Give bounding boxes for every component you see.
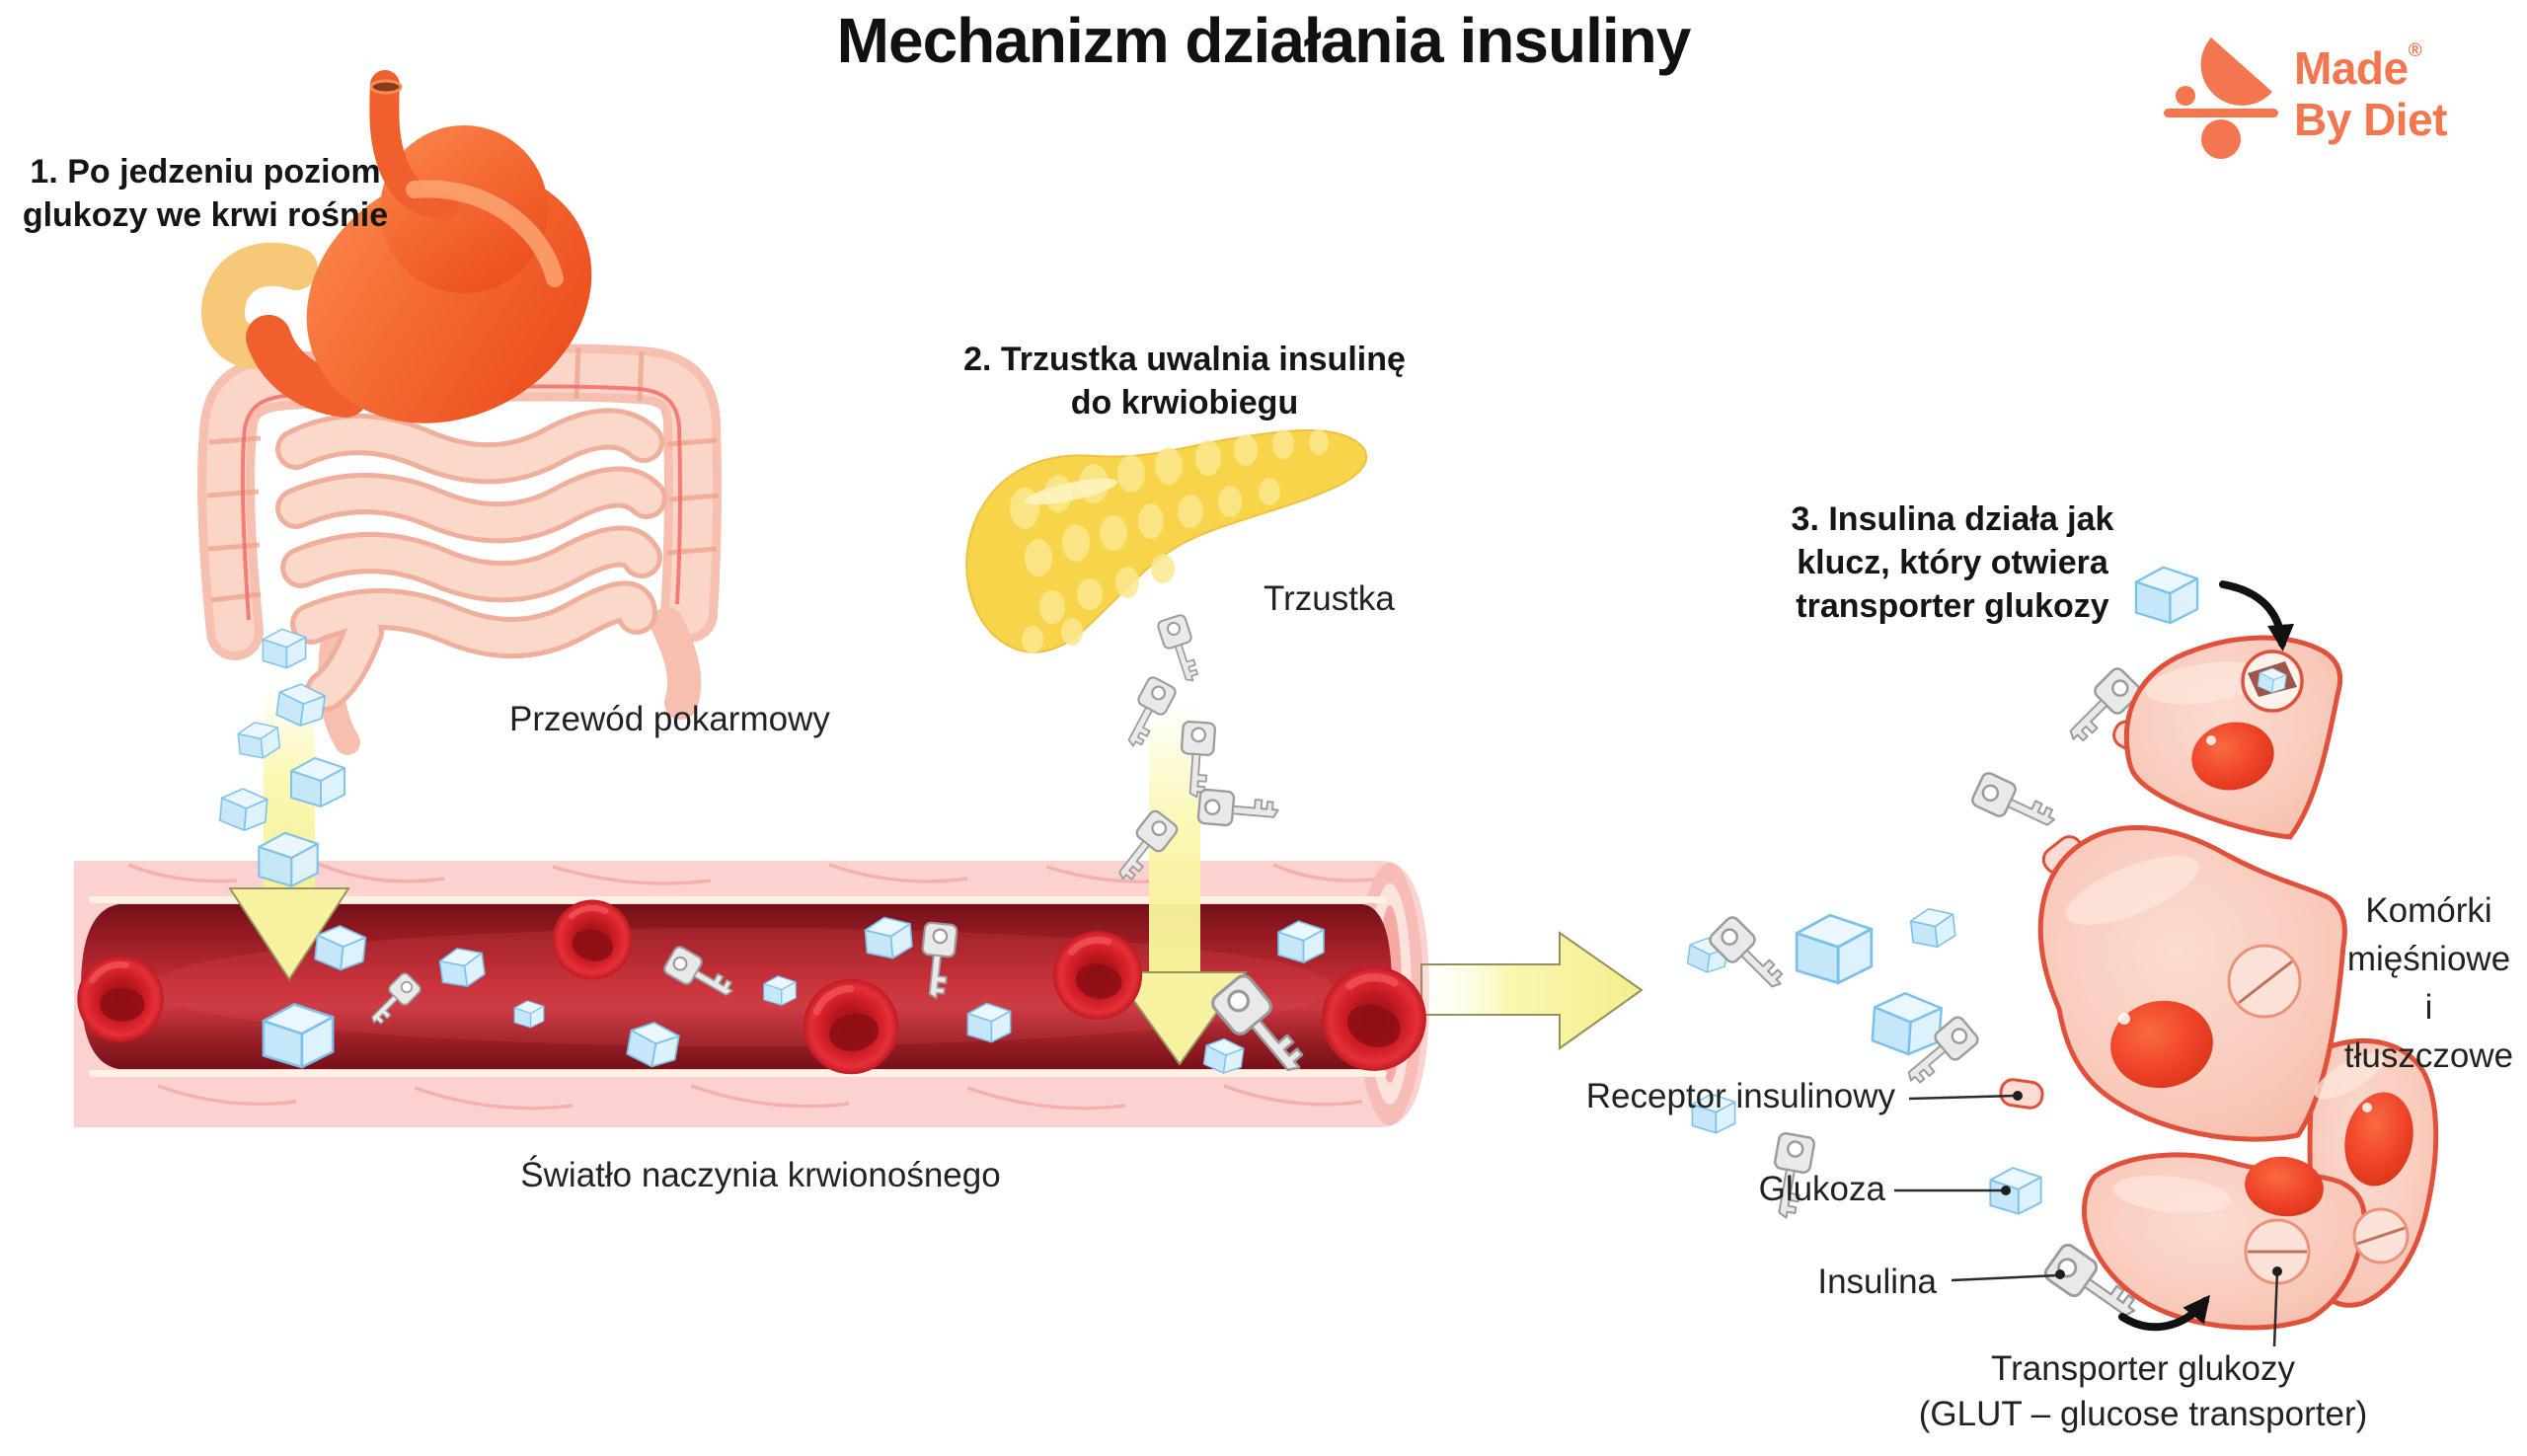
duodenum-illustration — [201, 242, 318, 369]
pancreas-label: Trzustka — [1264, 579, 1395, 618]
step3-line2: klucz, który otwiera — [1797, 544, 2108, 582]
cells-label-line4: tłuszczowe — [2343, 1036, 2514, 1075]
leader-lines — [1894, 1094, 2279, 1347]
small-intestine-illustration — [275, 408, 667, 712]
step1-line1: 1. Po jedzeniu poziom — [30, 153, 381, 191]
step1-caption: 1. Po jedzeniu poziom glukozy we krwi ro… — [8, 150, 403, 237]
glucose-transporters — [2227, 650, 2410, 1285]
logo-word-2: By Diet — [2294, 93, 2447, 145]
glucose-transporter-label: Transporter glukozy (GLUT – glucose tran… — [1907, 1346, 2379, 1436]
pancreas-texture — [1010, 429, 1329, 653]
made-by-diet-logo-text: Made® By Diet — [2294, 40, 2447, 145]
cells-label: Komórki mięśniowe i tłuszczowe — [2328, 886, 2527, 1080]
step3-line3: transporter glukozy — [1796, 587, 2109, 626]
glucose-cube-icon — [1908, 905, 1957, 951]
muscle-fat-cells-illustration — [1999, 635, 2439, 1331]
blood-vessel-illustration — [74, 861, 1429, 1127]
intestines-illustration — [197, 344, 722, 755]
curved-arrow-insulin-to-receptor — [2118, 1294, 2210, 1332]
insulin-key-icon — [1196, 788, 1281, 831]
step2-caption: 2. Trzustka uwalnia insulinę do krwiobie… — [943, 338, 1426, 424]
insulin-label: Insulina — [1817, 1263, 1937, 1301]
transporter-label-line1: Transporter glukozy — [1991, 1349, 2295, 1388]
glucose-cube-icon — [218, 786, 269, 833]
page-title: Mechanizm działania insuliny — [836, 5, 1692, 76]
glucose-cube-icon — [1795, 913, 1874, 985]
made-by-diet-logo: Made® By Diet — [2162, 26, 2497, 160]
glucose-cube-icon — [1870, 989, 1944, 1058]
cell-nuclei — [2110, 722, 2413, 1217]
made-by-diet-logo-icon — [2164, 38, 2278, 159]
glucose-cube-icon — [2134, 566, 2199, 625]
logo-word-1: Made — [2294, 41, 2409, 94]
stomach-illustration — [246, 70, 592, 423]
cells-label-line3: i — [2424, 988, 2433, 1027]
step2-line2: do krwiobiegu — [1070, 384, 1299, 422]
step3-line1: 3. Insulina działa jak — [1791, 500, 2114, 538]
vessel-lumen-area — [81, 904, 1392, 1069]
transporter-label-line2: (GLUT – glucose transporter) — [1918, 1394, 2368, 1433]
insulin-receptor-label: Receptor insulinowy — [1585, 1077, 1895, 1115]
red-blood-cell-icon — [77, 956, 163, 1041]
digestive-tract-label: Przewód pokarmowy — [509, 700, 830, 738]
step2-line1: 2. Trzustka uwalnia insulinę — [963, 341, 1406, 378]
leader-dots — [2001, 1091, 2282, 1279]
registered-mark: ® — [2408, 39, 2422, 61]
glucose-label: Glukoza — [1758, 1170, 1885, 1208]
vessel-lumen-label: Światło naczynia krwionośnego — [520, 1156, 1001, 1194]
insulin-key-icon — [1968, 769, 2062, 840]
glucose-cube-icon — [262, 628, 307, 669]
cells-label-line1: Komórki — [2365, 891, 2492, 930]
curved-arrow-glucose-entering — [2219, 580, 2295, 651]
step3-caption: 3. Insulina działa jak klucz, który otwi… — [1775, 498, 2130, 629]
pancreas-illustration — [965, 429, 1368, 653]
cells-label-line2: mięśniowe — [2346, 940, 2511, 978]
flow-right-arrow — [1420, 931, 1644, 1050]
cell-highlights — [2065, 661, 2385, 1213]
step1-line2: glukozy we krwi rośnie — [22, 196, 389, 235]
insulin-key-icon — [1155, 612, 1206, 687]
